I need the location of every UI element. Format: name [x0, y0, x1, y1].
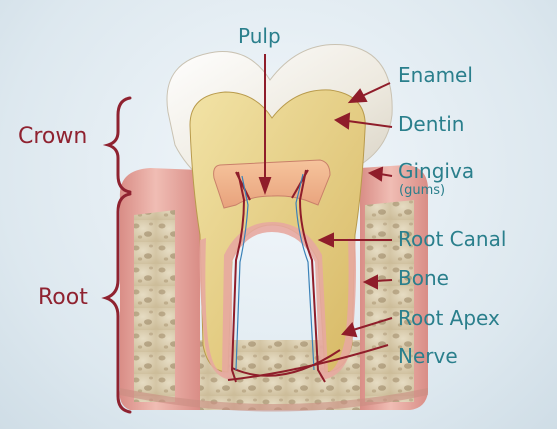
- root-apex-label: Root Apex: [398, 308, 500, 328]
- crown-label: Crown: [18, 126, 87, 148]
- bone-label: Bone: [398, 268, 449, 288]
- pulp-label: Pulp: [238, 26, 281, 46]
- enamel-label: Enamel: [398, 65, 473, 85]
- root-label: Root: [38, 287, 88, 309]
- dentin-label: Dentin: [398, 114, 464, 134]
- nerve-label: Nerve: [398, 346, 458, 366]
- gingiva-label: Gingiva: [398, 161, 474, 181]
- root-canal-label: Root Canal: [398, 229, 506, 249]
- gingiva-note-label: (gums): [399, 184, 445, 197]
